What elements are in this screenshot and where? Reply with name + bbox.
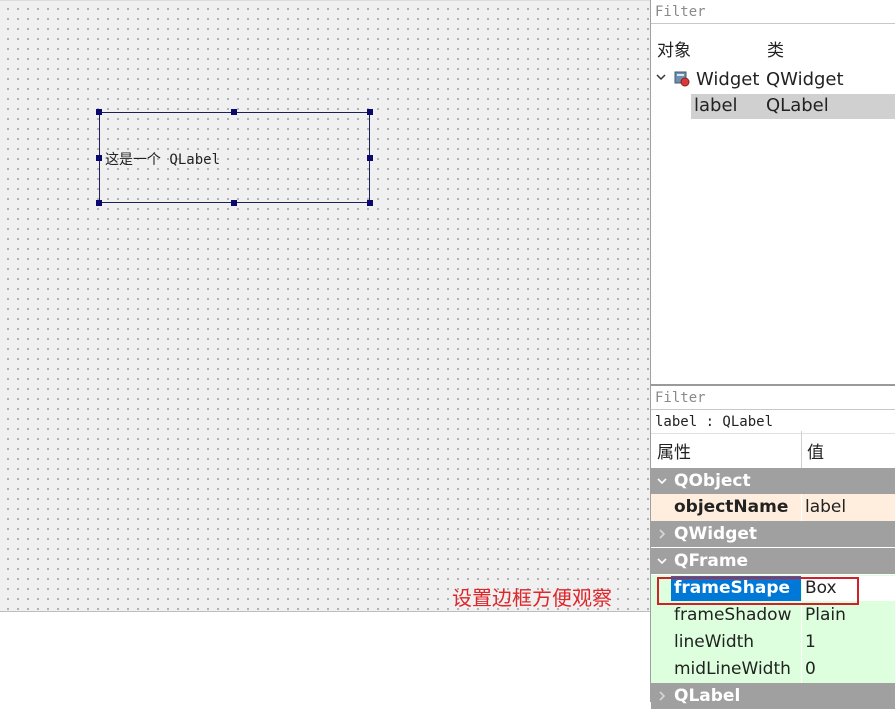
value-editor[interactable]	[802, 576, 895, 601]
property-editor: Filter label : QLabel 属性 值 QObject objec…	[650, 386, 895, 709]
header-class[interactable]: 类	[767, 41, 784, 61]
group-qframe[interactable]: QFrame	[651, 548, 895, 574]
prop-name: midLineWidth	[674, 659, 791, 679]
prop-name: objectName	[674, 497, 789, 517]
resize-handle-top[interactable]	[231, 109, 237, 115]
widget-icon	[674, 71, 690, 91]
prop-value[interactable]: Box	[805, 578, 837, 598]
resize-handle-bottom-left[interactable]	[96, 200, 102, 206]
group-qobject[interactable]: QObject	[651, 468, 895, 494]
resize-handle-bottom[interactable]	[231, 200, 237, 206]
tree-row-label[interactable]: label QLabel	[691, 94, 895, 119]
prop-name: frameShadow	[674, 605, 792, 625]
prop-value[interactable]: Plain	[805, 605, 846, 625]
prop-value[interactable]: 1	[805, 632, 816, 652]
chevron-down-icon[interactable]	[656, 468, 668, 504]
property-filter-input[interactable]: Filter	[651, 386, 895, 410]
chevron-right-icon[interactable]	[656, 521, 668, 557]
tree-item-name: label	[694, 95, 738, 116]
prop-value[interactable]: 0	[805, 659, 816, 679]
prop-name: lineWidth	[674, 632, 755, 652]
qlabel-text: 这是一个 QLabel	[105, 152, 221, 168]
prop-frameshadow[interactable]: frameShadow Plain	[651, 602, 895, 629]
object-inspector: Filter 对象 类 Widget QWidget label QLabel	[650, 0, 895, 386]
value-divider	[801, 602, 802, 629]
qlabel-widget[interactable]: 这是一个 QLabel	[99, 112, 370, 203]
current-object-label: label : QLabel	[651, 410, 895, 434]
resize-handle-right[interactable]	[367, 155, 373, 161]
group-name: QWidget	[674, 524, 758, 544]
tree-item-name: Widget	[696, 69, 760, 90]
annotation-note: 设置边框方便观察	[452, 586, 612, 610]
group-name: QObject	[674, 471, 751, 491]
group-name: QLabel	[674, 686, 741, 706]
prop-linewidth[interactable]: lineWidth 1	[651, 629, 895, 656]
header-object[interactable]: 对象	[657, 41, 691, 61]
tree-item-class: QWidget	[766, 69, 844, 90]
group-name: QFrame	[674, 551, 749, 571]
group-qlabel[interactable]: QLabel	[651, 683, 895, 709]
prop-value[interactable]: label	[805, 497, 847, 517]
form-canvas[interactable]: 这是一个 QLabel	[0, 0, 650, 612]
header-property[interactable]: 属性	[657, 443, 691, 463]
prop-frameshape[interactable]: frameShape Box	[651, 575, 895, 602]
chevron-right-icon[interactable]	[656, 683, 668, 719]
group-qwidget[interactable]: QWidget	[651, 521, 895, 547]
value-divider	[801, 629, 802, 656]
prop-objectname[interactable]: objectName label	[651, 494, 895, 521]
resize-handle-left[interactable]	[96, 155, 102, 161]
object-filter-input[interactable]: Filter	[651, 0, 895, 24]
prop-name-selected	[671, 576, 801, 601]
resize-handle-top-left[interactable]	[96, 109, 102, 115]
header-value[interactable]: 值	[807, 443, 824, 463]
resize-handle-bottom-right[interactable]	[367, 200, 373, 206]
prop-name: frameShape	[674, 578, 791, 598]
resize-handle-top-right[interactable]	[367, 109, 373, 115]
prop-midlinewidth[interactable]: midLineWidth 0	[651, 656, 895, 683]
chevron-down-icon[interactable]	[656, 548, 668, 584]
chevron-down-icon[interactable]	[655, 71, 667, 87]
value-divider	[801, 494, 802, 521]
tree-item-class: QLabel	[766, 95, 829, 116]
header-divider	[801, 431, 802, 469]
annotation-highlight-box	[657, 577, 859, 605]
value-divider	[801, 656, 802, 683]
